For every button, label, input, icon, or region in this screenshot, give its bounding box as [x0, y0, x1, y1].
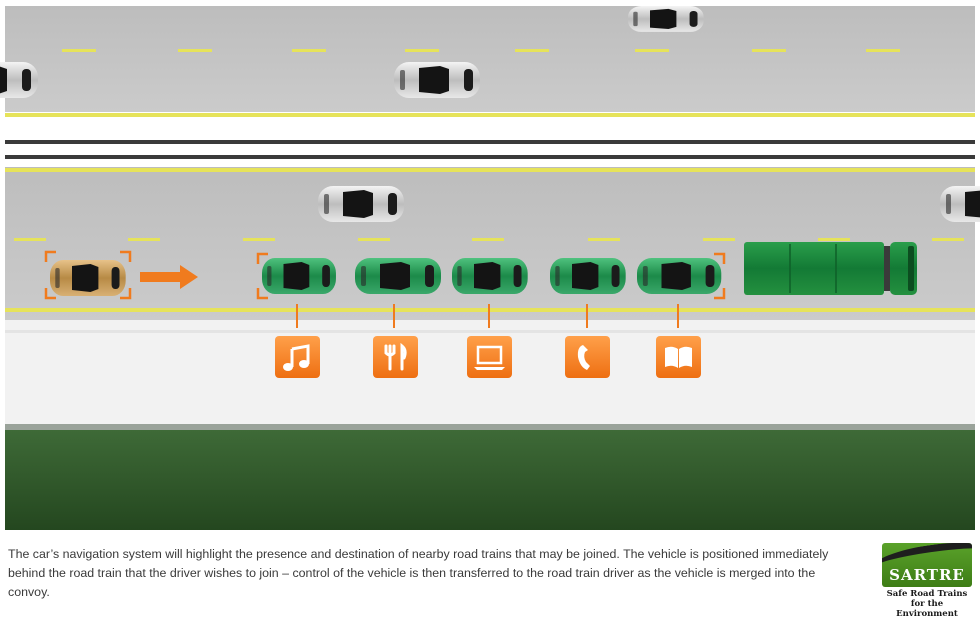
logo-word: SARTRE: [889, 566, 965, 584]
joining-car: [50, 260, 126, 296]
grass-field: [5, 430, 975, 530]
join-arrow: [140, 265, 198, 289]
lower-lane-markings: [14, 238, 964, 241]
laptop-icon: [467, 336, 512, 378]
convoy-car: [637, 258, 722, 294]
convoy-car: [452, 258, 528, 294]
road-train-illustration: [0, 6, 980, 530]
caption-text: The car’s navigation system will highlig…: [8, 547, 829, 599]
lead-truck: [744, 242, 917, 295]
icon-connectors: [296, 304, 679, 328]
logo-badge: SARTRE: [882, 543, 972, 587]
convoy-car: [550, 258, 626, 294]
silver-car: [394, 62, 480, 98]
book-icon: [656, 336, 701, 378]
silver-car: [940, 186, 980, 222]
silver-car: [628, 6, 704, 32]
cutlery-icon: [373, 336, 418, 378]
logo-tagline: Safe Road Trains for the Environment: [886, 589, 968, 619]
phone-icon: [565, 336, 610, 378]
silver-car: [0, 62, 38, 98]
silver-car: [318, 186, 404, 222]
joining-car-bracket: [44, 250, 132, 300]
upper-carriageway: [5, 6, 975, 112]
convoy-car: [262, 258, 336, 294]
convoy-car: [355, 258, 441, 294]
music-icon: [275, 336, 320, 378]
sartre-logo: SARTRE Safe Road Trains for the Environm…: [880, 543, 974, 619]
upper-lane-markings: [62, 49, 900, 52]
convoy-bracket: [256, 252, 726, 300]
